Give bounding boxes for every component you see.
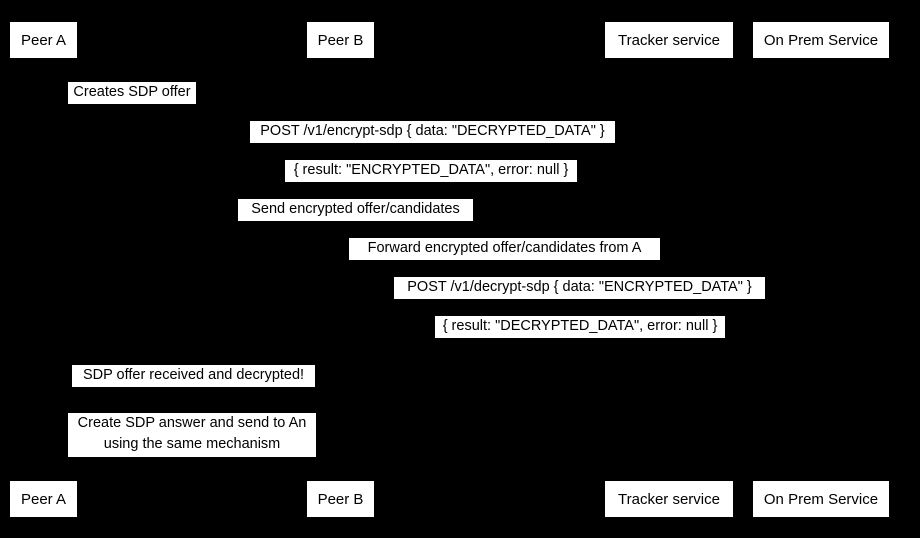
- note-line-2: using the same mechanism: [103, 436, 281, 452]
- message-post-decrypt-sdp: POST /v1/decrypt-sdp { data: "ENCRYPTED_…: [394, 277, 765, 299]
- participant-box-peer-b-bottom[interactable]: Peer B: [307, 481, 374, 517]
- note-line-1: Create SDP answer and send to An: [77, 415, 307, 431]
- participant-box-tracker-service-top[interactable]: Tracker service: [605, 22, 733, 58]
- participant-box-tracker-service-bottom[interactable]: Tracker service: [605, 481, 733, 517]
- message-send-encrypted-offer: Send encrypted offer/candidates: [238, 199, 473, 221]
- participant-box-on-prem-service-bottom[interactable]: On Prem Service: [753, 481, 889, 517]
- message-sdp-offer-received: SDP offer received and decrypted!: [72, 365, 315, 387]
- participant-box-peer-a-bottom[interactable]: Peer A: [10, 481, 77, 517]
- message-forward-encrypted-offer: Forward encrypted offer/candidates from …: [349, 238, 660, 260]
- note-create-sdp-answer: Create SDP answer and send to An using t…: [68, 413, 316, 457]
- message-creates-sdp-offer: Creates SDP offer: [68, 82, 196, 104]
- message-decrypt-sdp-result: { result: "DECRYPTED_DATA", error: null …: [435, 316, 725, 338]
- participant-box-on-prem-service-top[interactable]: On Prem Service: [753, 22, 889, 58]
- participant-box-peer-b-top[interactable]: Peer B: [307, 22, 374, 58]
- message-encrypt-sdp-result: { result: "ENCRYPTED_DATA", error: null …: [285, 160, 577, 182]
- participant-box-peer-a-top[interactable]: Peer A: [10, 22, 77, 58]
- message-post-encrypt-sdp: POST /v1/encrypt-sdp { data: "DECRYPTED_…: [250, 121, 615, 143]
